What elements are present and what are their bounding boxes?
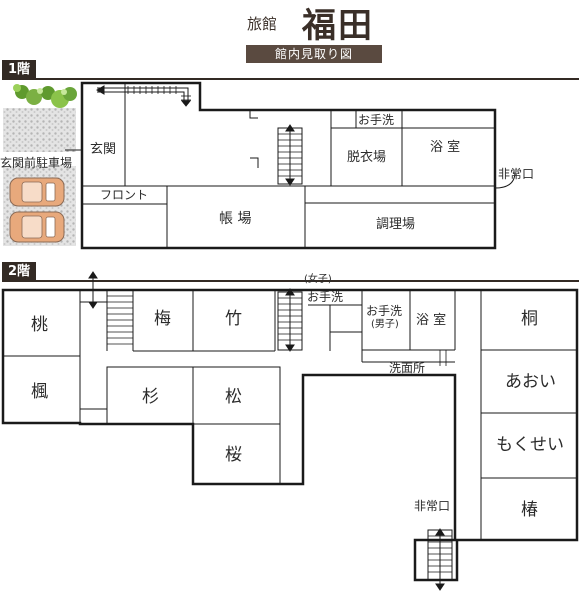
bath-2f-label: 浴 室 [416, 313, 447, 328]
bath-1f-label: 浴 室 [430, 140, 461, 155]
room-take: 竹 [225, 309, 242, 329]
room-momo: 桃 [31, 315, 48, 335]
stairs-icon [427, 528, 453, 591]
stairs-icon [95, 85, 192, 107]
floor1-divider [2, 78, 579, 80]
room-mokusei: もくせい [496, 435, 564, 455]
room-tsubaki: 椿 [521, 500, 538, 520]
washroom-label: 洗面所 [389, 361, 426, 375]
front-desk-label: フロント [100, 188, 149, 202]
room-kaede: 楓 [31, 382, 48, 402]
toilet-men-note: (男子) [371, 319, 399, 330]
floor1-tag: 1階 [2, 60, 37, 79]
stairs-icon [80, 271, 133, 351]
room-ume: 梅 [154, 309, 171, 329]
stairs-icon [277, 288, 303, 352]
room-aoi: あおい [505, 372, 556, 392]
floor-plan-title: 館内見取り図 [246, 45, 382, 63]
entrance-parking-label: 玄関前駐車場 [0, 156, 73, 170]
floor2-divider [2, 280, 579, 282]
emergency-exit-1f-label: 非常口 [498, 167, 535, 181]
hedge-icon [13, 84, 77, 108]
entrance-label: 玄関 [90, 142, 117, 157]
gravel-icon [3, 108, 76, 152]
dressing-room-label: 脱衣場 [347, 150, 387, 165]
car-icon [9, 211, 65, 243]
office-label: 帳 場 [219, 211, 252, 227]
floor1-walls [80, 81, 516, 250]
car-icon [9, 177, 65, 207]
room-sakura: 桜 [225, 445, 242, 465]
emergency-exit-2f-label: 非常口 [414, 499, 451, 513]
room-matsu: 松 [225, 387, 242, 407]
floor2-tag: 2階 [2, 262, 37, 281]
inn-label: 旅館 [247, 15, 278, 33]
toilet-1f-label: お手洗 [358, 113, 395, 127]
room-kiri: 桐 [521, 309, 538, 329]
room-sugi: 杉 [142, 387, 159, 407]
inn-name-logo: 福田 [302, 6, 374, 46]
toilet-women-label: お手洗 [307, 290, 344, 304]
stairs-icon [277, 124, 303, 186]
kitchen-label: 調理場 [376, 217, 416, 232]
toilet-men-label: お手洗 [366, 304, 403, 318]
toilet-women-note: (女子) [304, 274, 332, 285]
floor2-walls [1, 288, 579, 582]
